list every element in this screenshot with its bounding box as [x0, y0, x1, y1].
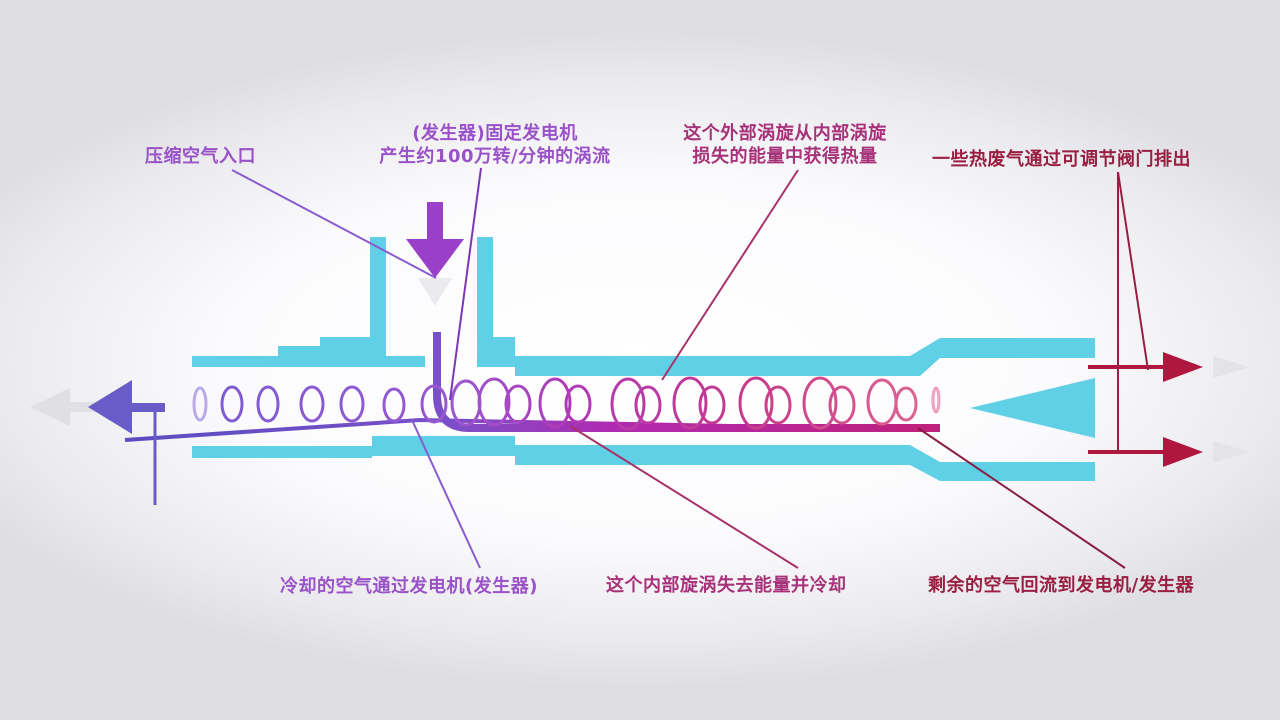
hot-exhaust-label: 一些热废气通过可调节阀门排出	[932, 149, 1191, 170]
leader-generator	[449, 167, 482, 401]
compressed-air-inlet-label: 压缩空气入口	[145, 146, 256, 167]
hot-exit-arrows	[1088, 352, 1250, 467]
generator-label: (发生器)固定发电机 产生约100万转/分钟的涡流	[360, 122, 630, 168]
vortex-coils	[192, 376, 941, 431]
generator-label-line2: 产生约100万转/分钟的涡流	[379, 146, 611, 167]
cold-exit-arrow	[30, 380, 165, 434]
outer-vortex-label-line1: 这个外部涡旋从内部涡旋	[683, 123, 887, 144]
leader-inlet	[231, 169, 437, 279]
inner-vortex-label: 这个内部旋涡失去能量并冷却	[606, 575, 847, 596]
inlet-arrow	[406, 202, 464, 306]
leader-hot-1	[1117, 171, 1149, 371]
inner-flow-line	[124, 417, 941, 442]
leader-remaining	[917, 427, 1126, 569]
leader-outer-vortex	[661, 169, 799, 381]
generator-label-line1: (发生器)固定发电机	[412, 123, 578, 144]
leader-cold-air	[411, 419, 481, 569]
leader-lines	[153, 167, 1149, 569]
cooled-air-label: 冷却的空气通过发电机(发生器)	[280, 576, 538, 597]
outer-vortex-label: 这个外部涡旋从内部涡旋 损失的能量中获得热量	[655, 122, 915, 168]
leader-inner-vortex	[569, 425, 799, 569]
outer-vortex-label-line2: 损失的能量中获得热量	[692, 146, 878, 167]
remaining-air-label: 剩余的空气回流到发电机/发生器	[928, 575, 1195, 596]
tube-body	[192, 237, 1095, 481]
